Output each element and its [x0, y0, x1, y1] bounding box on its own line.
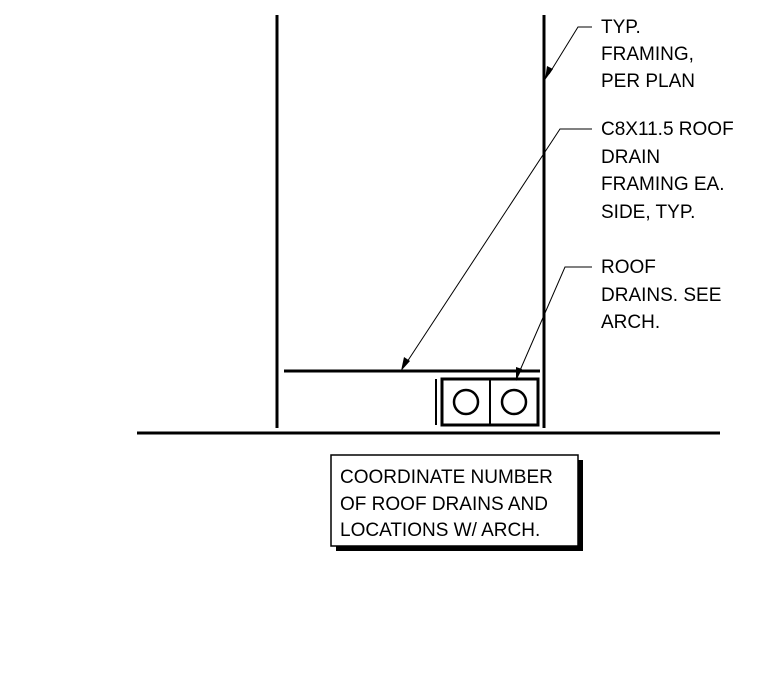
note-line: COORDINATE NUMBER: [340, 467, 553, 488]
leader-channel: [401, 128, 592, 371]
callout-channel-line: FRAMING EA.: [601, 174, 725, 195]
leader-drains: [516, 266, 592, 381]
callout-drains-line: ROOF: [601, 257, 656, 278]
callout-framing-line: TYP.: [601, 17, 641, 38]
callout-channel-line: C8X11.5 ROOF: [601, 119, 734, 140]
roof-drain-assembly: [435, 377, 540, 427]
callout-framing: TYP. FRAMING, PER PLAN: [601, 17, 699, 92]
roof-drain-right: [500, 388, 528, 416]
callout-drains-line: ARCH.: [601, 312, 660, 333]
leader-framing: [545, 26, 592, 80]
note-line: LOCATIONS W/ ARCH.: [340, 520, 540, 541]
roof-drain-left: [452, 388, 480, 416]
callout-drains: ROOF DRAINS. SEE ARCH.: [601, 257, 727, 333]
coordination-note: COORDINATE NUMBER OF ROOF DRAINS AND LOC…: [340, 467, 558, 541]
callout-framing-line: PER PLAN: [601, 71, 695, 92]
callout-channel: C8X11.5 ROOF DRAIN FRAMING EA. SIDE, TYP…: [601, 119, 739, 223]
callout-framing-line: FRAMING,: [601, 44, 694, 65]
note-line: OF ROOF DRAINS AND: [340, 494, 548, 515]
callout-channel-line: DRAIN: [601, 147, 660, 168]
callout-drains-line: DRAINS. SEE: [601, 285, 721, 306]
coordination-note-box: COORDINATE NUMBER OF ROOF DRAINS AND LOC…: [330, 454, 583, 551]
callout-channel-line: SIDE, TYP.: [601, 202, 695, 223]
